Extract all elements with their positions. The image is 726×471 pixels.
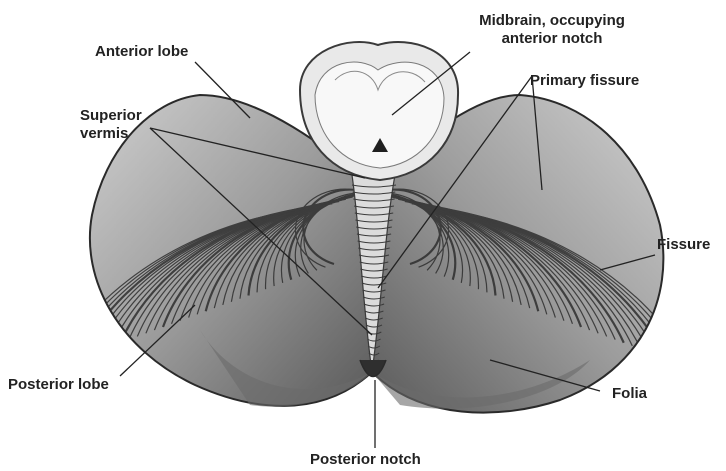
primary-fissure-text: Primary fissure xyxy=(530,72,639,90)
label-fissure: Fissure xyxy=(657,236,710,254)
superior-vermis-text-line1: Superior xyxy=(80,107,142,125)
label-folia: Folia xyxy=(612,385,647,403)
label-primary-fissure: Primary fissure xyxy=(530,72,639,90)
label-posterior-notch: Posterior notch xyxy=(310,451,421,469)
anterior-lobe-text: Anterior lobe xyxy=(95,43,188,61)
label-midbrain: Midbrain, occupying anterior notch xyxy=(452,12,652,48)
label-anterior-lobe: Anterior lobe xyxy=(95,43,188,61)
folia-text: Folia xyxy=(612,385,647,403)
midbrain-text-line1: Midbrain, occupying xyxy=(452,12,652,30)
label-posterior-lobe: Posterior lobe xyxy=(8,376,109,394)
midbrain-text-line2: anterior notch xyxy=(452,30,652,48)
fissure-text: Fissure xyxy=(657,236,710,254)
posterior-notch-text: Posterior notch xyxy=(310,451,421,469)
label-superior-vermis: Superior vermis xyxy=(80,107,142,143)
superior-vermis-text-line2: vermis xyxy=(80,125,142,143)
posterior-lobe-text: Posterior lobe xyxy=(8,376,109,394)
